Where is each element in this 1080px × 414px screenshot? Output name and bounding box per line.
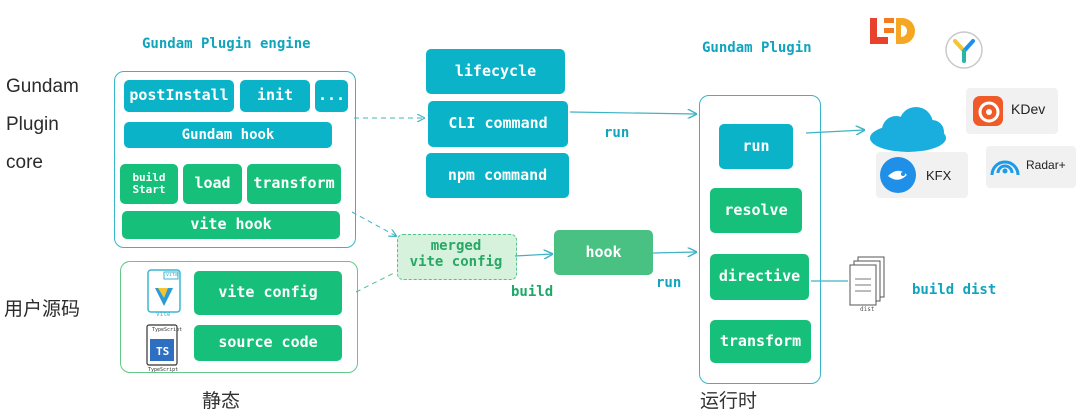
transform-box: transform — [247, 164, 341, 204]
cli-command-box: CLI command — [428, 101, 568, 147]
plugin-resolve-box: resolve — [710, 188, 802, 233]
radar-icon — [990, 160, 1020, 176]
plugin-run-box: run — [719, 124, 793, 169]
postinstall-box: postInstall — [124, 80, 234, 112]
plugin-directive-box: directive — [710, 254, 809, 300]
kfx-icon — [880, 157, 916, 193]
engine-title: Gundam Plugin engine — [142, 36, 311, 52]
source-code-box: source code — [194, 325, 342, 361]
core-label-line2: Plugin — [6, 114, 59, 135]
kdev-logo: KDev — [966, 88, 1058, 134]
static-caption: 静态 — [202, 391, 241, 412]
core-label-line1: Gundam — [6, 76, 79, 97]
dist-docs-icon: dist — [846, 255, 888, 313]
viteconfig-to-merged-line — [355, 271, 397, 293]
npm-command-box: npm command — [426, 153, 569, 198]
radar-label: Radar+ — [1026, 158, 1066, 172]
kfx-label: KFX — [926, 168, 952, 183]
radar-logo: Radar+ — [986, 146, 1076, 188]
core-label-line3: core — [6, 152, 43, 173]
merged-vite-config-box — [397, 234, 517, 280]
hook-to-plugin-arrow — [652, 252, 696, 253]
ellipsis-box: ... — [315, 80, 348, 112]
vite-config-box: vite config — [194, 271, 342, 315]
ts-icon-letters: TS — [156, 345, 170, 358]
kdev-label: KDev — [1011, 101, 1046, 117]
ts-icon-badge: TypeScript — [152, 327, 183, 333]
run-label-cli: run — [604, 125, 630, 141]
build-start-box: build Start — [120, 164, 178, 204]
vite-file-icon: vite Vite — [146, 268, 182, 318]
vite-icon-top-label: vite — [166, 272, 179, 278]
kdev-icon — [973, 96, 1003, 126]
cloud-icon — [866, 104, 950, 156]
vite-hook-box: vite hook — [122, 211, 340, 239]
lifecycle-box: lifecycle — [426, 49, 565, 94]
init-box: init — [240, 80, 310, 112]
run-to-cloud-arrow — [805, 130, 864, 133]
user-source-label: 用户源码 — [4, 299, 81, 320]
build-label: build — [511, 284, 554, 300]
merged-to-hook-arrow — [514, 254, 552, 256]
kfx-logo: KFX — [876, 152, 968, 198]
vite-icon-bottom-label: Vite — [156, 311, 171, 318]
le-logo-icon — [868, 14, 916, 48]
cli-to-plugin-arrow — [569, 112, 696, 114]
build-dist-label: build dist — [912, 282, 997, 298]
load-box: load — [183, 164, 242, 204]
gundam-plugin-title: Gundam Plugin — [702, 40, 812, 56]
run-label-hook: run — [656, 275, 682, 291]
runtime-caption: 运行时 — [700, 391, 758, 412]
gundam-hook-box: Gundam hook — [124, 122, 332, 148]
vitehook-to-merged-arrow — [351, 211, 396, 236]
ts-icon-bottom-label: TypeScript — [148, 367, 179, 373]
merged-vite-config-text: merged vite config — [409, 238, 503, 271]
y-logo-icon — [944, 30, 984, 70]
plugin-transform-box: transform — [710, 320, 811, 363]
typescript-file-icon: TypeScript TS TypeScript — [144, 323, 183, 373]
hook-box: hook — [554, 230, 653, 275]
dist-icon-label: dist — [860, 306, 875, 313]
